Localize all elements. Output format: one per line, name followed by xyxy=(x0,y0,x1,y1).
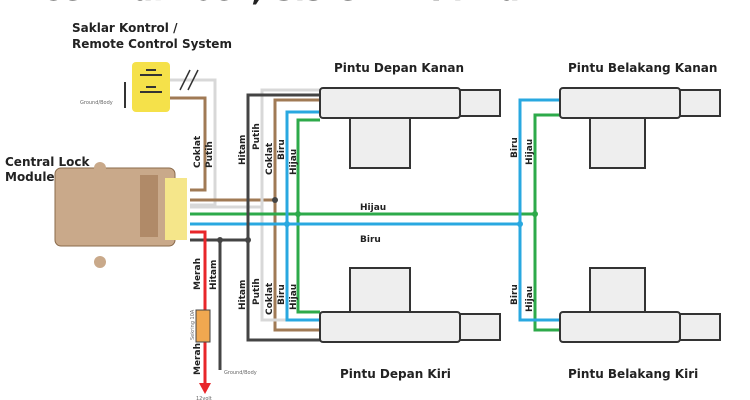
label-hijau-rl: Hijau xyxy=(525,286,535,312)
power-label: 12volt xyxy=(196,396,212,400)
label-coklat-bot: Coklat xyxy=(265,282,275,315)
label-hitam-gnd: Hitam xyxy=(209,260,219,290)
door-front-right: Pintu Depan Kanan xyxy=(334,61,464,75)
actuators xyxy=(319,87,721,343)
label-hitam-top: Hitam xyxy=(238,135,248,165)
label-biru-rr: Biru xyxy=(510,137,520,158)
power-arrow-icon xyxy=(199,383,211,394)
ground-label: Ground/Body xyxy=(224,370,257,376)
label-hijau-top: Hijau xyxy=(289,149,299,175)
switch-label-1: Saklar Kontrol / xyxy=(72,21,178,35)
label-biru-main: Biru xyxy=(360,235,381,245)
fuse-label: Sekring 10A xyxy=(190,309,196,340)
door-rear-left: Pintu Belakang Kiri xyxy=(568,367,698,381)
label-hijau-main: Hijau xyxy=(360,203,386,213)
switch-label-2: Remote Control System xyxy=(72,37,232,51)
label-merah-1: Merah xyxy=(193,258,203,290)
module-connector xyxy=(165,178,187,240)
label-biru-top: Biru xyxy=(277,139,287,160)
door-rear-right: Pintu Belakang Kanan xyxy=(568,61,717,75)
label-hitam-bot: Hitam xyxy=(238,280,248,310)
label-putih-top: Putih xyxy=(252,123,262,150)
label-hijau-bot: Hijau xyxy=(289,284,299,310)
module-label-2: Module xyxy=(5,170,55,184)
wires xyxy=(170,78,560,385)
label-biru-rl: Biru xyxy=(510,284,520,305)
fuse xyxy=(195,309,211,343)
label-biru-bot: Biru xyxy=(277,284,287,305)
module-label-1: Central Lock xyxy=(5,155,91,169)
switch-ground-label: Ground/Body xyxy=(80,100,113,106)
door-front-left: Pintu Depan Kiri xyxy=(340,367,451,381)
label-merah-2: Merah xyxy=(193,343,203,375)
label-coklat-top: Coklat xyxy=(265,142,275,175)
label-putih-sw: Putih xyxy=(205,141,215,168)
diagram-title: Central Lock, Sistem 2 Pintu xyxy=(40,0,520,8)
label-putih-bot: Putih xyxy=(252,278,262,305)
label-hijau-rr: Hijau xyxy=(525,139,535,165)
label-coklat-sw: Coklat xyxy=(193,135,203,168)
